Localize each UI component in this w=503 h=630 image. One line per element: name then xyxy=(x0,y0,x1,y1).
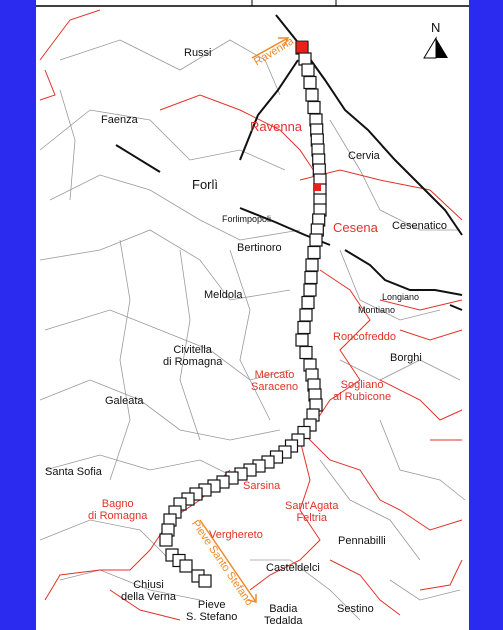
north-label: N xyxy=(431,20,441,35)
place-civitella-line1: Civitella xyxy=(173,344,212,356)
route-box xyxy=(179,559,193,573)
place-bagno: Bagno di Romagna xyxy=(88,498,147,522)
route-box xyxy=(303,283,317,297)
place-galeata: Galeata xyxy=(105,395,144,407)
place-sarsina: Sarsina xyxy=(243,480,281,492)
route-box xyxy=(307,245,321,260)
route-box xyxy=(305,88,319,102)
municipal-boundaries xyxy=(39,39,466,621)
place-russi: Russi xyxy=(184,47,212,59)
place-chiusi-line2: della Verna xyxy=(121,591,177,603)
route-chain xyxy=(159,41,327,588)
place-badia-line1: Badia xyxy=(269,603,298,615)
route-box xyxy=(159,533,173,547)
place-pieve-line1: Pieve xyxy=(197,599,226,611)
left-border xyxy=(0,0,36,630)
place-cesenatico: Cesenatico xyxy=(392,220,448,232)
ravenna-arrow xyxy=(251,37,290,59)
route-box xyxy=(304,270,318,285)
pieve-arrow xyxy=(199,519,257,603)
place-bagno-line1: Bagno xyxy=(101,498,134,510)
route-box xyxy=(299,308,313,322)
route-box xyxy=(303,75,317,90)
start-marker xyxy=(295,40,309,54)
place-borghi: Borghi xyxy=(390,352,422,364)
route-box xyxy=(198,574,212,588)
provincial-boundaries xyxy=(39,9,463,621)
right-border xyxy=(469,0,503,630)
place-pennabilli: Pennabilli xyxy=(338,535,386,547)
place-chiusi: Chiusi della Verna xyxy=(121,579,176,603)
place-civitella-line2: di Romagna xyxy=(163,356,223,368)
place-meldola: Meldola xyxy=(204,289,243,301)
place-mercato-line1: Mercato xyxy=(254,369,295,381)
route-box xyxy=(297,320,311,335)
place-sogliano-line1: Sogliano xyxy=(340,379,384,391)
place-sogliano: Sogliano al Rubicone xyxy=(333,379,391,403)
route-box xyxy=(307,100,321,115)
route-box xyxy=(299,345,313,360)
north-arrow-icon xyxy=(423,36,448,59)
place-forli: Forlì xyxy=(192,177,218,192)
place-pieve: Pieve S. Stefano xyxy=(186,599,237,623)
place-pieve-line2: S. Stefano xyxy=(186,611,238,623)
place-badia-line2: Tedalda xyxy=(264,615,303,627)
place-santagata: Sant'Agata Feltria xyxy=(285,500,338,524)
place-mercato-line2: Saraceno xyxy=(251,381,299,393)
place-bertinoro: Bertinoro xyxy=(237,242,282,254)
route-box xyxy=(298,52,312,66)
place-longiano: Longiano xyxy=(382,292,420,302)
route-box xyxy=(309,233,323,247)
place-bagno-line2: di Romagna xyxy=(88,510,148,522)
route-box xyxy=(295,333,309,347)
place-roncofreddo: Roncofreddo xyxy=(333,331,396,343)
route-box xyxy=(301,295,315,310)
place-montiano: Montiano xyxy=(358,305,396,315)
place-santa-sofia: Santa Sofia xyxy=(45,466,102,478)
place-chiusi-line1: Chiusi xyxy=(133,579,164,591)
place-sogliano-line2: al Rubicone xyxy=(333,391,392,403)
place-verghereto: Verghereto xyxy=(209,529,263,541)
place-mercato-saraceno: Mercato Saraceno xyxy=(251,369,298,393)
place-ravenna: Ravenna xyxy=(250,119,303,134)
place-santagata-line1: Sant'Agata xyxy=(285,500,339,512)
place-faenza: Faenza xyxy=(101,114,138,126)
place-cervia: Cervia xyxy=(348,150,380,162)
place-badia: Badia Tedalda xyxy=(264,603,303,627)
place-santagata-line2: Feltria xyxy=(296,512,328,524)
place-sestino: Sestino xyxy=(337,603,374,615)
mid-marker xyxy=(313,184,321,191)
place-forlimpopoli: Forlimpopoli xyxy=(222,214,272,224)
route-box xyxy=(305,258,319,272)
place-cesena: Cesena xyxy=(333,220,378,235)
route-box xyxy=(301,63,315,77)
place-casteldelci: Casteldelci xyxy=(266,562,320,574)
place-civitella: Civitella di Romagna xyxy=(163,344,222,368)
